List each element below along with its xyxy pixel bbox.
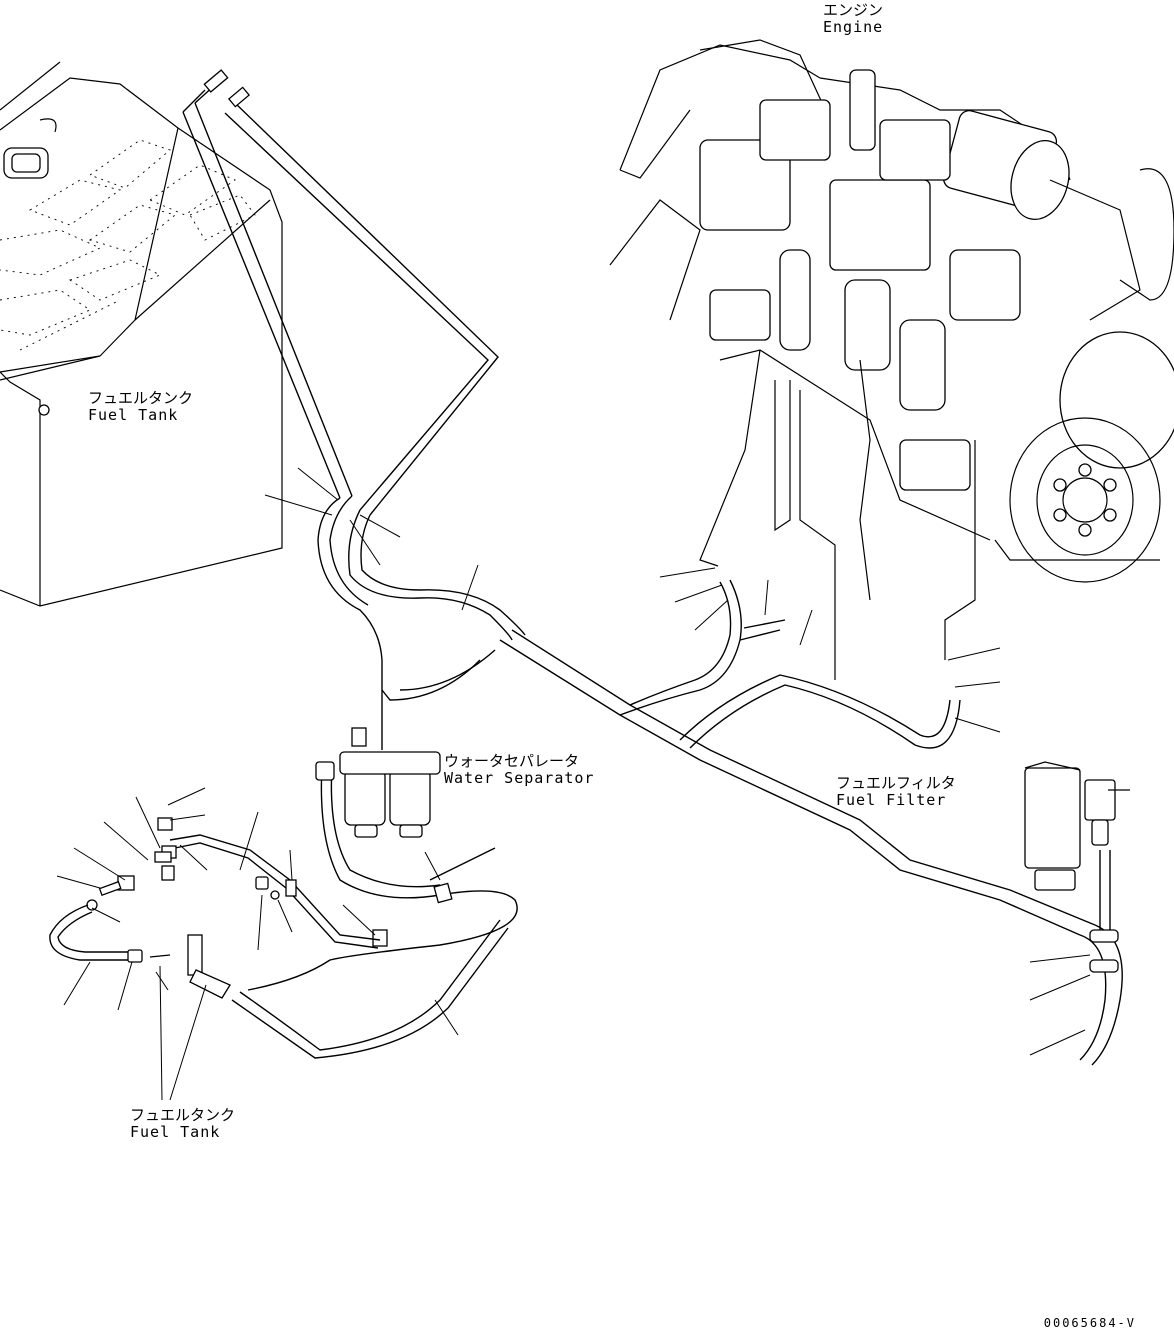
fuel-tank-top-label-en: Fuel Tank [88,406,179,424]
tank-return-pipes [182,69,499,516]
engine-label-en: Engine [823,18,884,36]
fuel-tank-illustration [0,61,283,607]
fuel-tank-bottom-label-en: Fuel Tank [130,1123,221,1141]
fuel-hoses [317,495,1123,1066]
water-separator-label-en: Water Separator [444,769,595,787]
water-separator-label-ja: ウォータセパレータ [444,752,580,770]
drawing-code: 00065684-V [1043,1316,1136,1330]
fuel-filter-illustration [1024,761,1130,973]
tank-fittings [49,817,509,1059]
fuel-filter-label-en: Fuel Filter [836,791,947,809]
engine-label-ja: エンジン [823,1,884,19]
fuel-filter-label: フュエルフィルタ Fuel Filter [836,775,956,809]
fuel-filter-label-ja: フュエルフィルタ [836,774,956,792]
fuel-tank-top-label-ja: フュエルタンク [88,389,194,407]
water-separator-illustration [247,660,518,991]
water-separator-label: ウォータセパレータ Water Separator [444,753,594,787]
fuel-tank-top-label: フュエルタンク Fuel Tank [88,390,193,424]
engine-label: エンジン Engine [823,2,883,36]
leader-lines [56,467,1091,1101]
fuel-tank-bottom-label-ja: フュエルタンク [130,1106,236,1124]
fuel-tank-bottom-label: フュエルタンク Fuel Tank [130,1107,235,1141]
engine-illustration [609,39,1174,680]
